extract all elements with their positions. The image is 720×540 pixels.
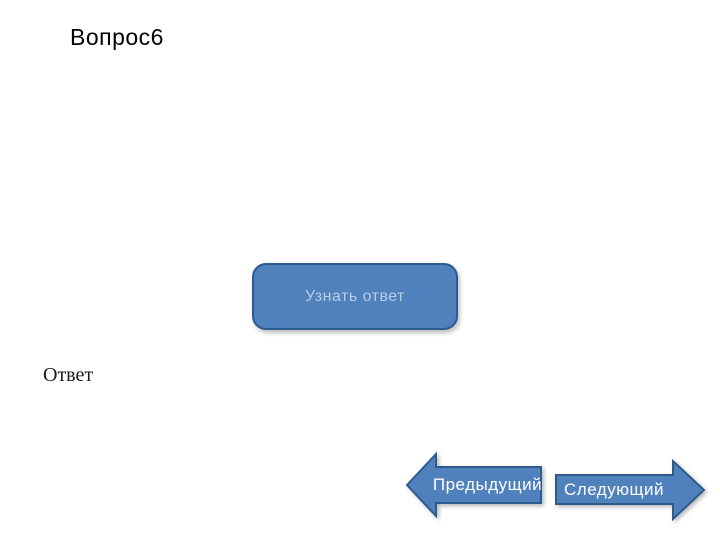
reveal-answer-button[interactable]: Узнать ответ	[252, 263, 458, 330]
left-arrow-icon	[405, 451, 542, 519]
next-slide-button[interactable]: Следующий	[555, 458, 706, 522]
reveal-answer-button-label: Узнать ответ	[305, 287, 405, 305]
right-arrow-icon	[555, 458, 706, 522]
slide-title: Вопрос6	[70, 24, 164, 50]
answer-label: Ответ	[43, 364, 94, 386]
previous-slide-button[interactable]: Предыдущий	[405, 451, 543, 519]
